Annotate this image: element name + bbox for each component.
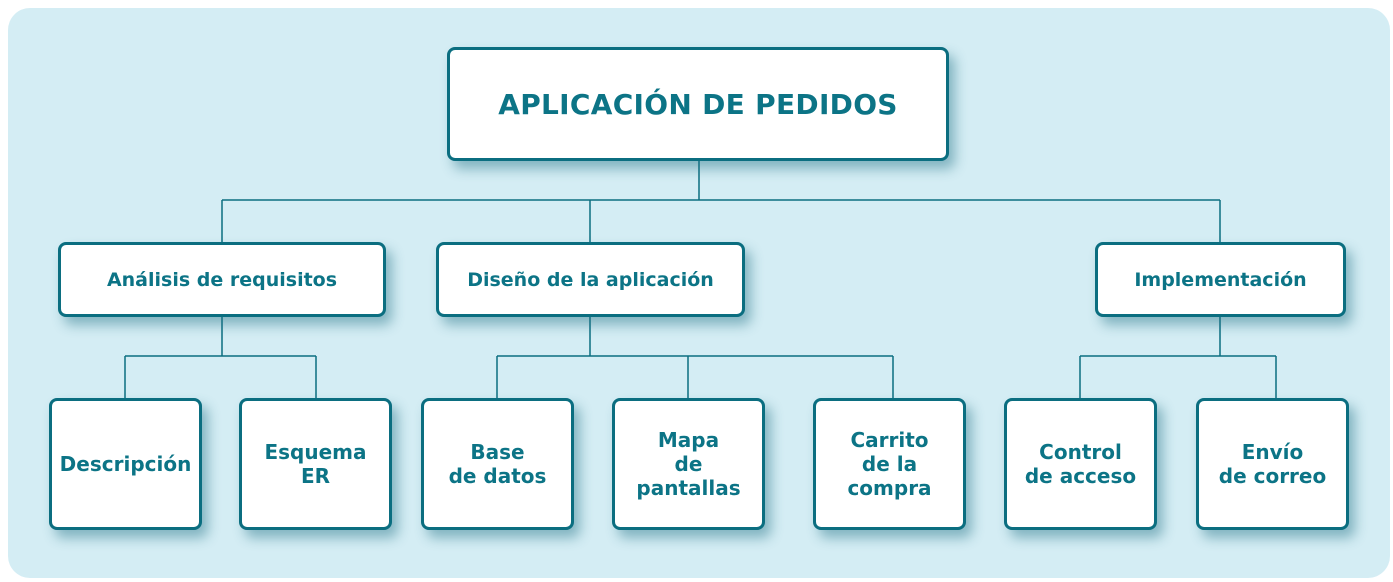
node-analisis-requisitos: Análisis de requisitos: [58, 242, 386, 317]
node-label: Implementación: [1134, 268, 1307, 291]
node-label: Esquema: [264, 440, 367, 464]
node-label: Análisis de requisitos: [106, 268, 338, 291]
node-label: ER: [300, 464, 331, 488]
connector-diseno: [496, 316, 894, 398]
node-label: pantallas: [636, 476, 741, 500]
node-label: Base: [470, 440, 525, 464]
node-implementacion: Implementación: [1095, 242, 1346, 317]
connector-implementacion: [1079, 316, 1277, 398]
connector-analisis: [124, 316, 317, 398]
node-descripcion: Descripción: [49, 398, 202, 530]
node-label: Descripción: [59, 452, 192, 476]
node-label: de acceso: [1024, 464, 1137, 488]
root-label: APLICACIÓN DE PEDIDOS: [498, 87, 898, 121]
node-label: Envío: [1241, 440, 1304, 464]
node-label: de datos: [448, 464, 547, 488]
connector-root: [221, 160, 1221, 242]
node-label: compra: [847, 476, 932, 500]
node-diseno-aplicacion: Diseño de la aplicación: [436, 242, 745, 317]
node-label: Diseño de la aplicación: [467, 268, 714, 291]
node-label: de: [674, 452, 703, 476]
node-label: de correo: [1218, 464, 1327, 488]
root-node: APLICACIÓN DE PEDIDOS: [447, 47, 949, 161]
node-label: de la: [861, 452, 918, 476]
node-label: Carrito: [850, 428, 929, 452]
node-label: Mapa: [657, 428, 720, 452]
node-label: Control: [1039, 440, 1122, 464]
